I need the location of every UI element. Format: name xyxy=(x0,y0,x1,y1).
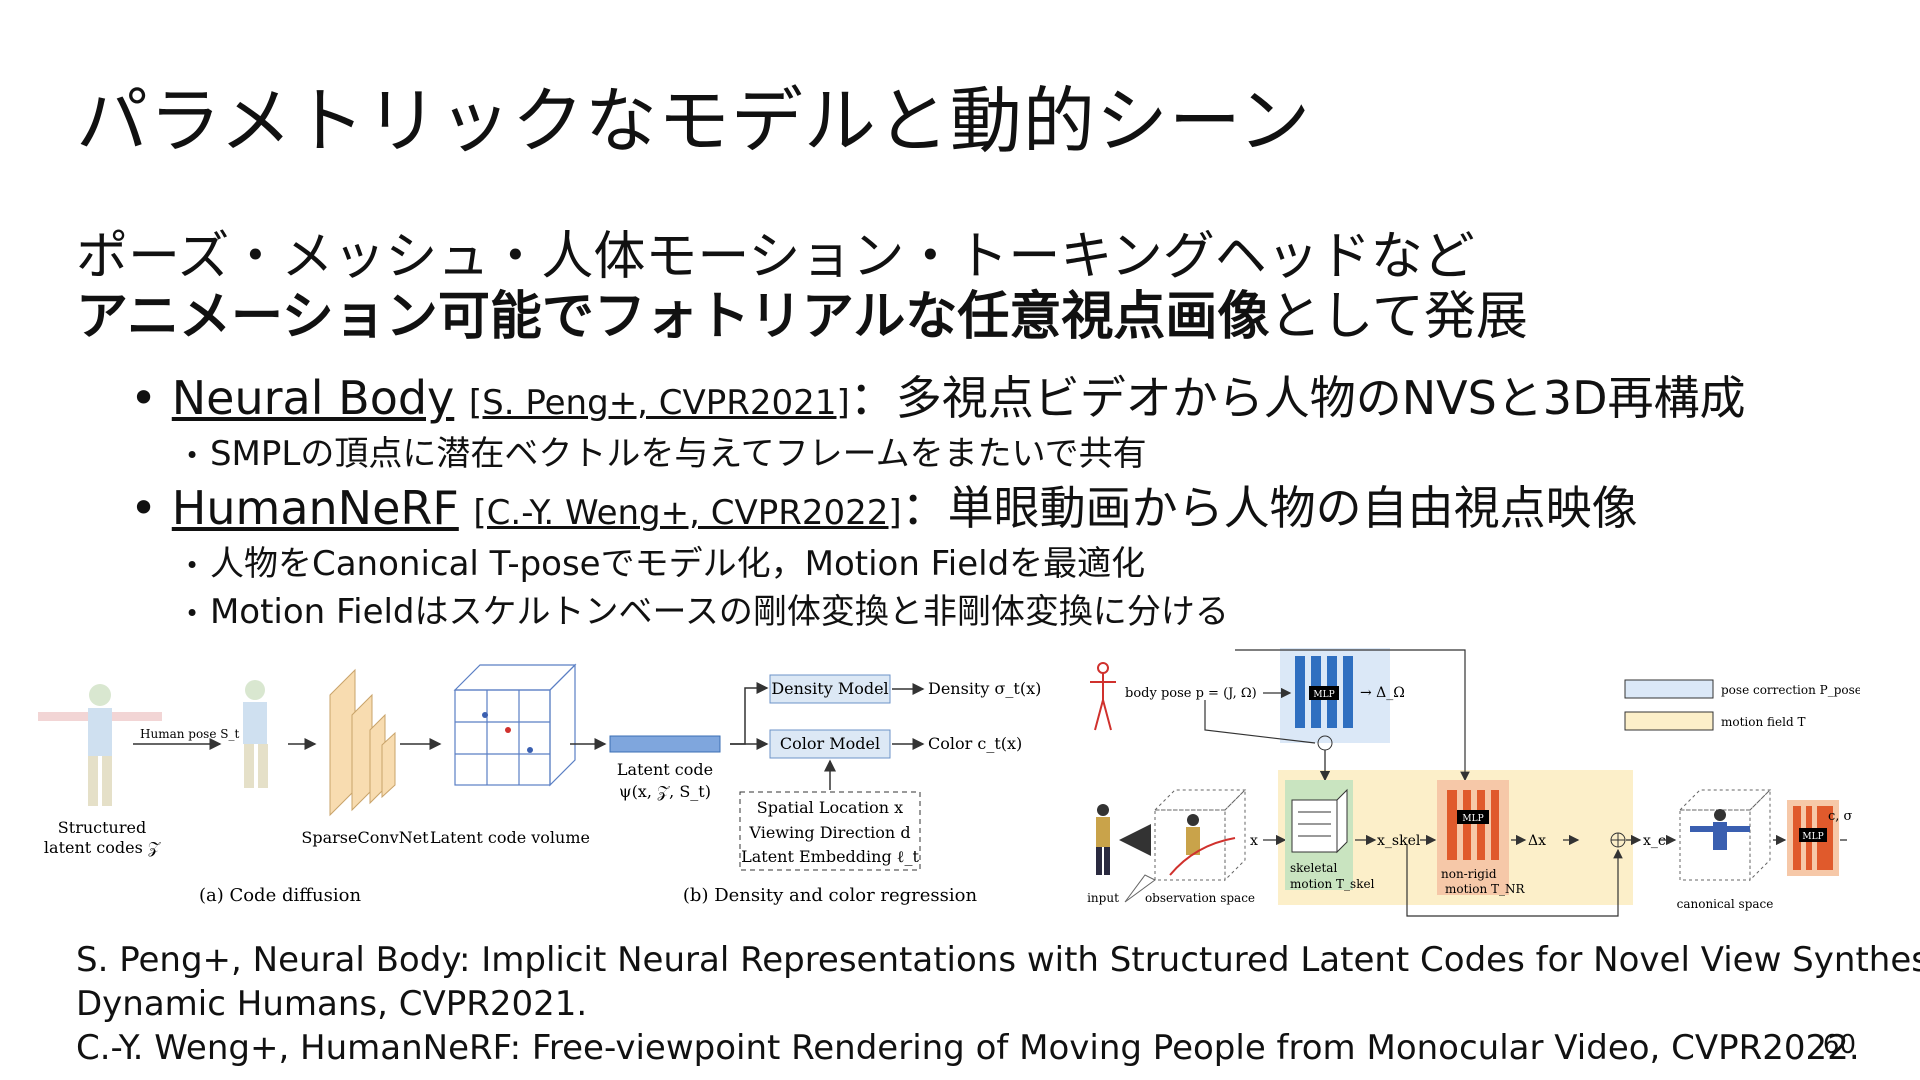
latent-code-bar xyxy=(609,735,721,753)
legend-pose-label: pose correction P_pose xyxy=(1721,683,1860,697)
color-model-label: Color Model xyxy=(780,734,880,753)
mlp-pose-icon xyxy=(1295,656,1353,728)
slide-title: パラメトリックなモデルと動的シーン xyxy=(76,79,1312,163)
neural-body-link[interactable]: Neural Body xyxy=(171,371,455,425)
body-pose-label: body pose p = (J, Ω) xyxy=(1125,686,1257,701)
legend-pose-swatch xyxy=(1624,679,1714,699)
mlp-canonical-icon xyxy=(1787,800,1839,876)
intro-line-2: アニメーション可能でフォトリアルな任意視点画像として発展 xyxy=(76,287,1528,348)
reference-2: C.-Y. Weng+, HumanNeRF: Free-viewpoint R… xyxy=(76,1028,1860,1068)
neural-body-text: ：多視点ビデオから人物のNVSと3D再構成 xyxy=(849,371,1746,425)
intro-line-1: ポーズ・メッシュ・人体モーション・トーキングヘッドなど xyxy=(76,227,1475,287)
mlp-label-2: MLP xyxy=(1462,814,1483,824)
intro-line-2-rest: として発展 xyxy=(1269,287,1528,347)
bullet-humannerf: • HumanNeRF [C.-Y. Weng+, CVPR2022]：単眼動画… xyxy=(130,472,1638,538)
humannerf-link[interactable]: HumanNeRF xyxy=(171,481,459,535)
sub-bullet-humannerf-2: • Motion Fieldはスケルトンベースの剛体変換と非剛体変換に分ける xyxy=(185,584,1229,633)
legend-motion-swatch xyxy=(1624,711,1714,731)
x-c-label: x_c xyxy=(1643,833,1666,849)
caption-a: (a) Code diffusion xyxy=(199,885,361,906)
input-label: input xyxy=(1087,891,1119,905)
mlp-label-3: MLP xyxy=(1802,832,1823,842)
page-number: 60 xyxy=(1822,1030,1856,1060)
inputs-dashed-box xyxy=(739,791,921,871)
input-person-icon xyxy=(1096,804,1110,875)
canonical-space-label: canonical space xyxy=(1677,897,1774,911)
intro-line-2-bold: アニメーション可能でフォトリアルな任意視点画像 xyxy=(76,287,1270,347)
latent-code-label-1: Latent code xyxy=(617,760,713,779)
legend-motion-label: motion field T xyxy=(1721,715,1805,729)
spatial-location: Spatial Location x xyxy=(757,798,903,817)
color-output: Color c_t(x) xyxy=(928,734,1022,753)
sub-bullet-text: 人物をCanonical T-poseでモデル化，Motion Fieldを最適… xyxy=(209,544,1146,584)
c-sigma-label: c, σ xyxy=(1828,809,1853,824)
mlp-nonrigid-icon xyxy=(1447,790,1499,860)
reference-1b: Dynamic Humans, CVPR2021. xyxy=(76,984,588,1024)
observation-space-cube xyxy=(1153,788,1247,882)
x-label: x xyxy=(1250,833,1258,849)
latent-volume-label: Latent code volume xyxy=(430,828,590,847)
sub-bullet-text: SMPLの頂点に潜在ベクトルを与えてフレームをまたいで共有 xyxy=(209,434,1147,474)
latent-embedding: Latent Embedding ℓ_t xyxy=(741,847,919,866)
observation-space-label: observation space xyxy=(1145,891,1255,905)
skeletal-label-2: motion T_skel xyxy=(1290,877,1375,891)
color-model-box xyxy=(769,729,891,759)
sub-bullet-dot: • xyxy=(185,599,200,628)
sub-bullet-dot: • xyxy=(185,551,200,580)
nonrigid-label-1: non-rigid xyxy=(1441,867,1497,881)
density-model-label: Density Model xyxy=(771,679,888,698)
caption-b: (b) Density and color regression xyxy=(683,885,978,906)
delta-omega: → Δ_Ω xyxy=(1360,685,1405,701)
human-pose-label: Human pose S_t xyxy=(140,727,239,741)
neural-body-cite[interactable]: [S. Peng+, CVPR2021] xyxy=(468,383,850,423)
sub-bullet-neural-body-1: • SMPLの頂点に潜在ベクトルを与えてフレームをまたいで共有 xyxy=(185,426,1147,475)
sparseconv-label: SparseConvNet xyxy=(301,828,429,847)
x-skel-label: x_skel xyxy=(1377,833,1421,849)
mlp-label-1: MLP xyxy=(1313,690,1334,700)
structured-label-1: Structured xyxy=(58,818,146,837)
bullet-dot: • xyxy=(130,371,158,425)
neural-body-figure: Structured latent codes 𝒵 Human pose S_t… xyxy=(38,663,1041,906)
delta-x-label: Δx xyxy=(1528,833,1546,849)
latent-volume-cube xyxy=(453,663,577,787)
bullet-dot: • xyxy=(130,481,158,535)
sub-bullet-text: Motion Fieldはスケルトンベースの剛体変換と非剛体変換に分ける xyxy=(209,592,1229,632)
posed-human-icon xyxy=(243,680,268,788)
latent-code-label-2: ψ(x, 𝒵, S_t) xyxy=(619,782,711,801)
sub-bullet-dot: • xyxy=(185,441,200,470)
sub-bullet-humannerf-1: • 人物をCanonical T-poseでモデル化，Motion Fieldを… xyxy=(185,536,1145,585)
nonrigid-label-2: motion T_NR xyxy=(1445,882,1526,896)
structured-label-2: latent codes 𝒵 xyxy=(44,838,161,857)
camera-icon xyxy=(1124,874,1156,903)
bullet-neural-body: • Neural Body [S. Peng+, CVPR2021]：多視点ビデ… xyxy=(130,362,1745,428)
viewing-direction: Viewing Direction d xyxy=(748,823,910,842)
humannerf-cite[interactable]: [C.-Y. Weng+, CVPR2022] xyxy=(473,493,902,533)
humannerf-text: ：単眼動画から人物の自由視点映像 xyxy=(901,481,1638,535)
structured-latent-human-icon xyxy=(38,684,162,806)
skeletal-motion-icon xyxy=(1291,788,1348,854)
density-output: Density σ_t(x) xyxy=(928,679,1041,698)
canonical-space-cube xyxy=(1678,788,1772,882)
reference-1a: S. Peng+, Neural Body: Implicit Neural R… xyxy=(76,940,1920,980)
humannerf-figure: body pose p = (J, Ω) MLP → Δ_Ω pose corr… xyxy=(1087,648,1860,917)
skeletal-label-1: skeletal xyxy=(1290,861,1337,875)
skeleton-icon xyxy=(1090,662,1116,731)
sparseconvnet-icon xyxy=(329,668,396,817)
density-model-box xyxy=(769,674,891,704)
